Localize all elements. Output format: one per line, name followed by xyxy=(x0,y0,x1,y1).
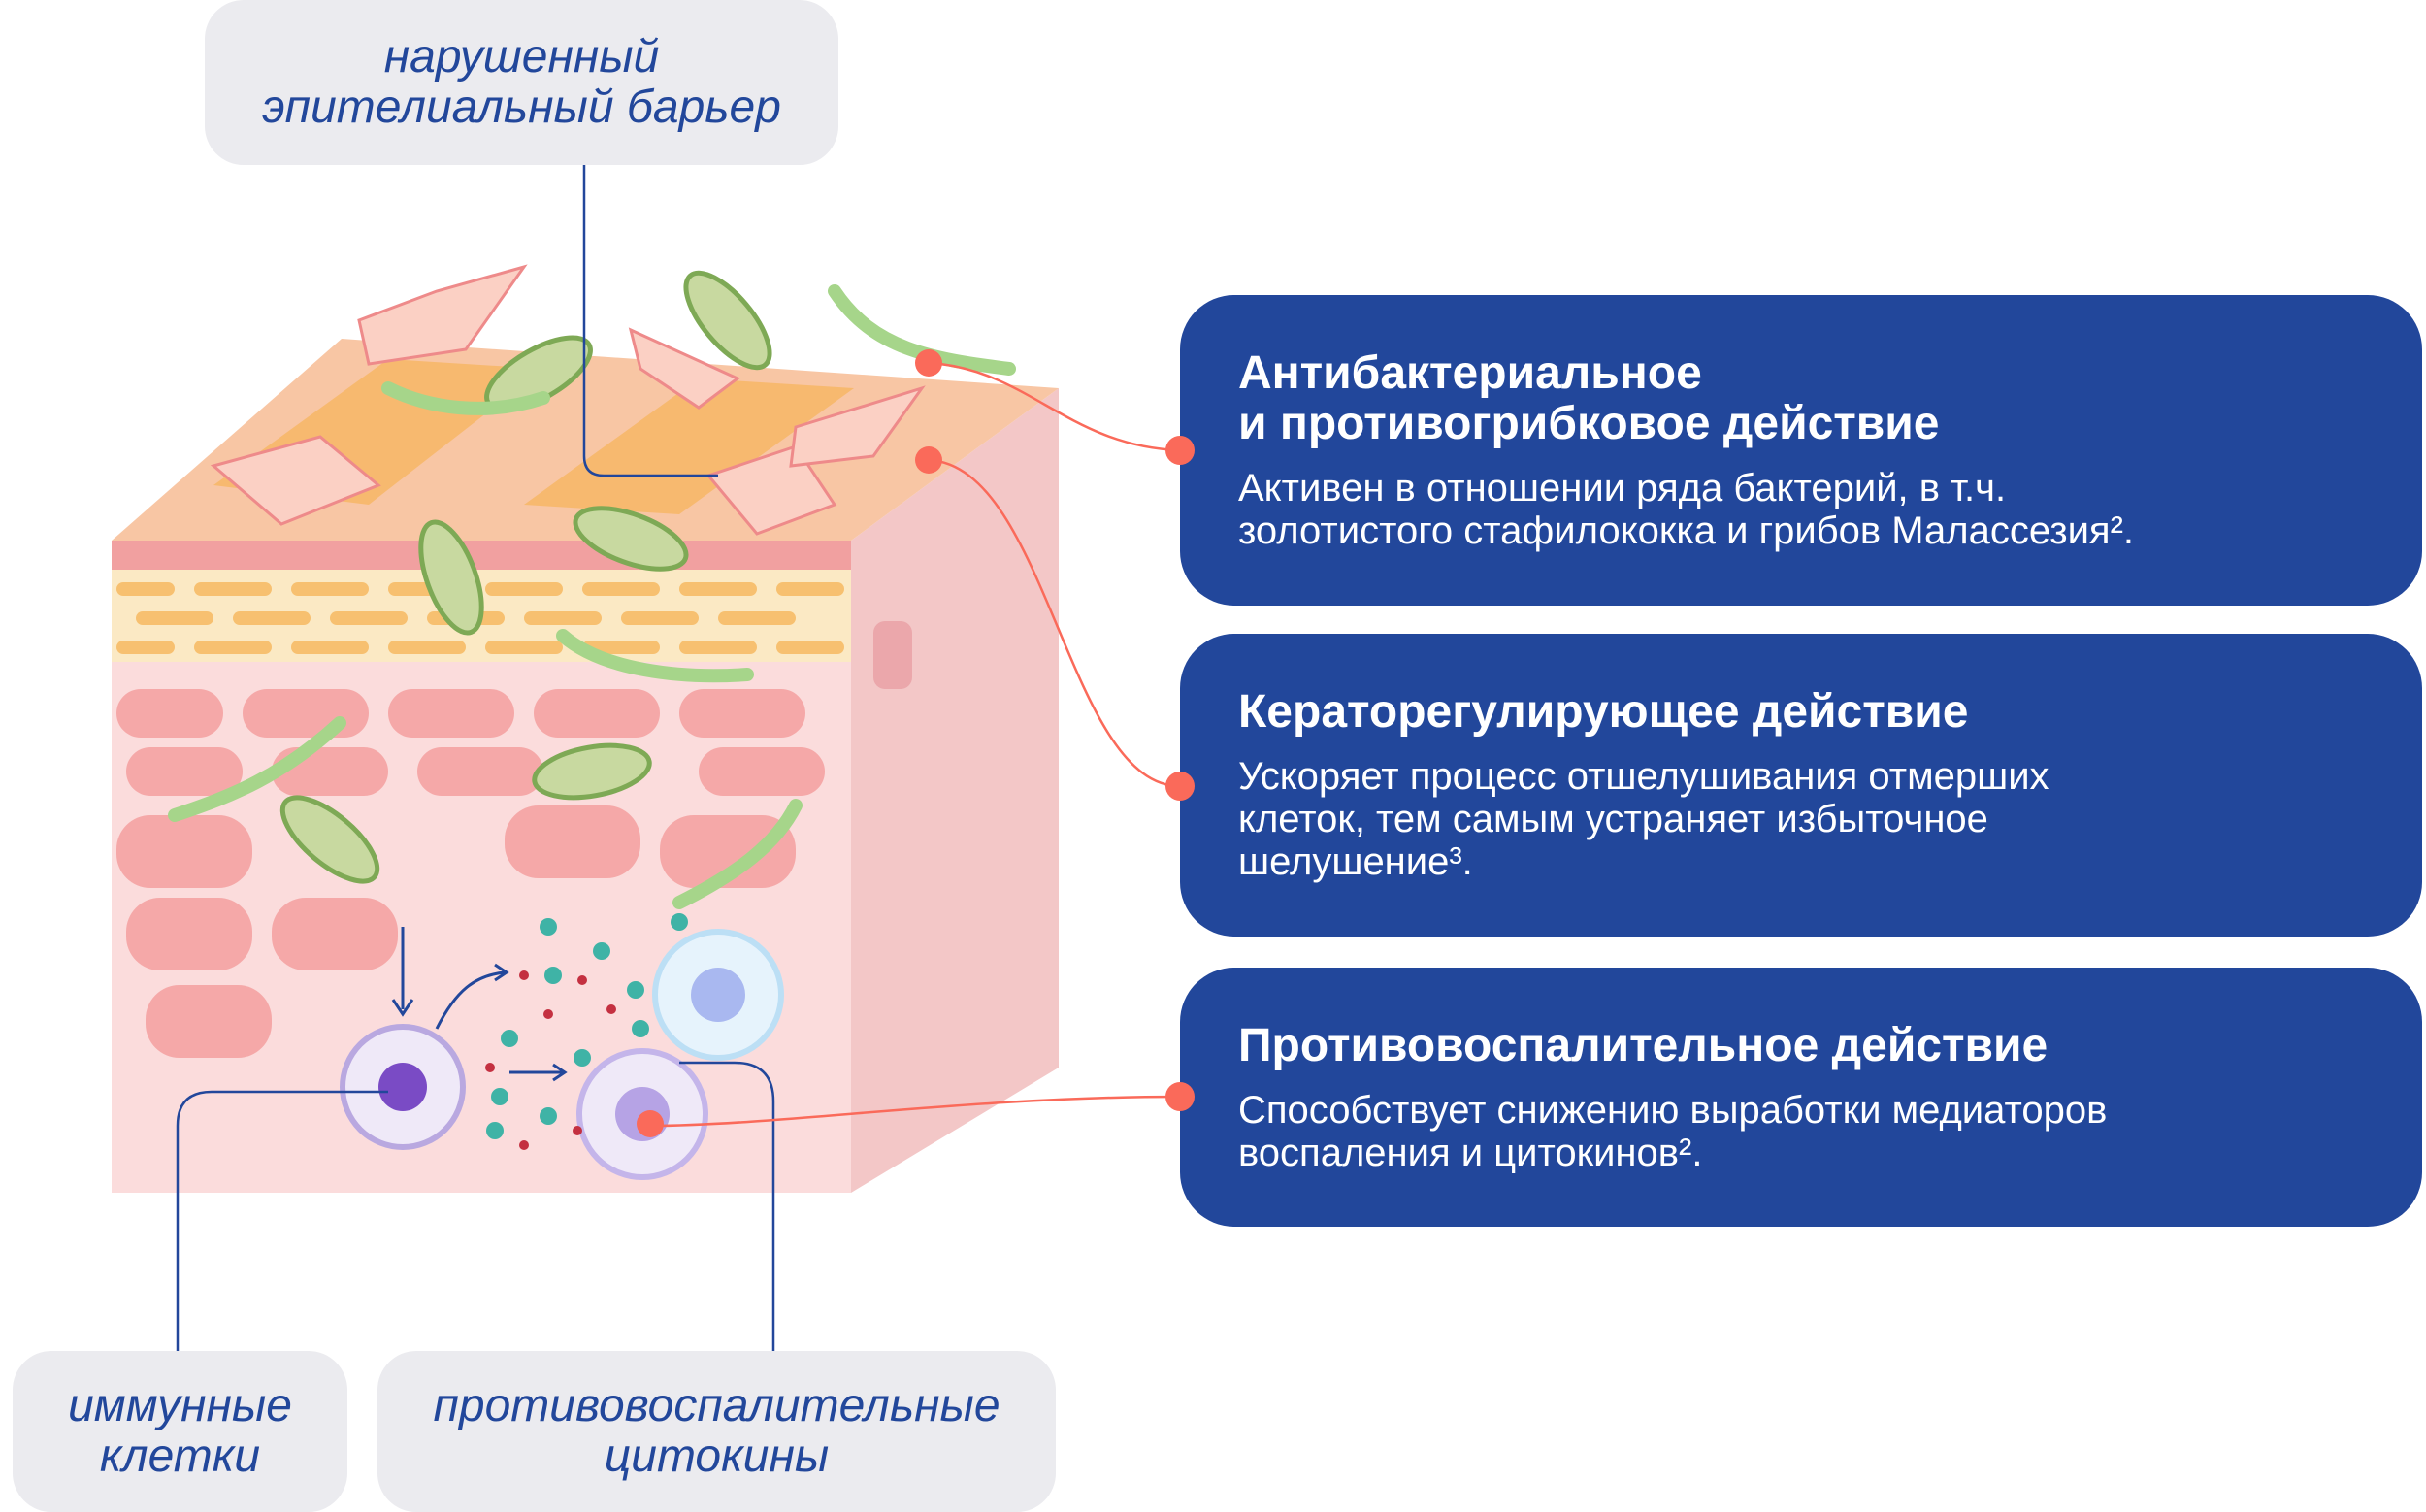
card-title: Кераторегулирующее действие xyxy=(1238,686,1969,738)
connector-lines xyxy=(649,361,1181,1128)
label-text: противовоспалительные xyxy=(433,1380,1000,1431)
label-text: нарушенный xyxy=(383,31,660,82)
skin-side-face xyxy=(851,388,1059,1193)
label-barrier: нарушенный эпителиальный барьер xyxy=(205,0,838,165)
label-immune-cells: иммунные клетки xyxy=(13,1351,347,1512)
label-text: иммунные xyxy=(68,1380,292,1431)
bacteria xyxy=(279,270,772,884)
leader-lines xyxy=(176,165,775,1351)
flaking-scales xyxy=(210,264,926,536)
card-text: Активен в отношении ряда бактерий, в т.ч… xyxy=(1238,467,2135,552)
label-text: клетки xyxy=(99,1430,261,1482)
card-text: Способствует снижению выработки медиатор… xyxy=(1238,1088,2108,1174)
card-antiinflammatory: Противовоспалительное действие Способств… xyxy=(1180,968,2422,1227)
stratum-corneum xyxy=(112,541,851,570)
connector-dot xyxy=(1165,436,1195,465)
arrows xyxy=(391,927,568,1082)
connector-dot xyxy=(1165,1082,1195,1111)
card-keratoregulating: Кераторегулирующее действие Ускоряет про… xyxy=(1180,634,2422,937)
side-cells xyxy=(873,621,912,689)
connector-dots xyxy=(637,349,942,1137)
connector-dot xyxy=(1165,772,1195,801)
label-text: эпителиальный барьер xyxy=(262,82,781,133)
cytokine-particles xyxy=(485,913,688,1150)
label-text: цитокины xyxy=(604,1430,830,1482)
granular-cells xyxy=(116,582,844,654)
label-cytokines: противовоспалительные цитокины xyxy=(377,1351,1056,1512)
fungal-hyphae xyxy=(168,284,1016,909)
card-title: Противовоспалительное действие xyxy=(1238,1019,2049,1071)
